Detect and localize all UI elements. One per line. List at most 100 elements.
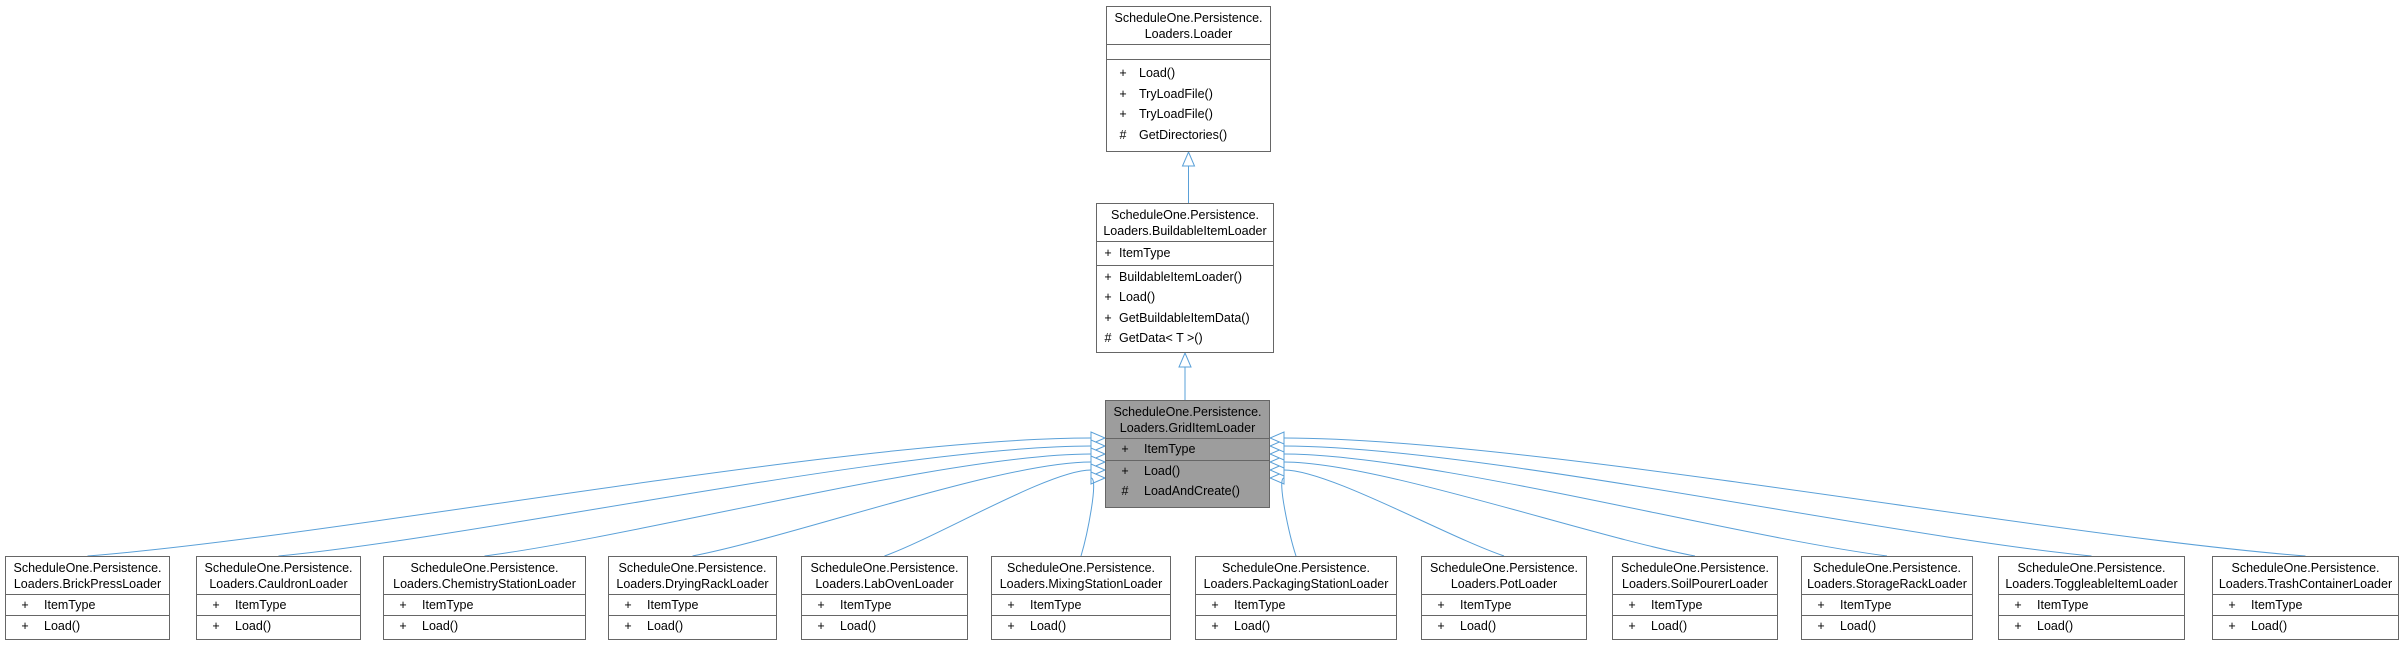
class-node-drying-rack-loader[interactable]: ScheduleOne.Persistence.Loaders.DryingRa… bbox=[608, 556, 777, 640]
operation-row[interactable]: #GetDirectories() bbox=[1107, 125, 1270, 146]
attribute-name: ItemType bbox=[840, 598, 892, 612]
attribute-row[interactable]: + ItemType bbox=[802, 595, 967, 615]
class-node-packaging-station-loader[interactable]: ScheduleOne.Persistence.Loaders.Packagin… bbox=[1195, 556, 1397, 640]
edge-child-11-to-grid bbox=[1283, 437, 2306, 557]
visibility-marker: + bbox=[1437, 619, 1445, 633]
class-title-line-1: ScheduleOne.Persistence. bbox=[1113, 405, 1262, 419]
class-title: ScheduleOne.Persistence.Loaders.BrickPre… bbox=[6, 557, 169, 594]
class-title: ScheduleOne.Persistence. Loaders.Buildab… bbox=[1097, 204, 1273, 241]
attribute-row[interactable]: + ItemType bbox=[609, 595, 776, 615]
operation-row[interactable]: #LoadAndCreate() bbox=[1106, 481, 1269, 502]
edge-child-9-to-grid bbox=[1283, 453, 1888, 557]
attributes-section: + ItemType bbox=[802, 594, 967, 615]
visibility-marker: + bbox=[21, 619, 29, 633]
class-title: ScheduleOne.Persistence.Loaders.PotLoade… bbox=[1422, 557, 1586, 594]
class-node-toggleable-item-loader[interactable]: ScheduleOne.Persistence.Loaders.Toggleab… bbox=[1998, 556, 2185, 640]
attribute-row[interactable]: +ItemType bbox=[1106, 439, 1269, 460]
attributes-section: +ItemType bbox=[1106, 438, 1269, 460]
attribute-row[interactable]: +ItemType bbox=[6, 595, 169, 615]
attributes-section: +ItemType bbox=[6, 594, 169, 615]
operation-name: TryLoadFile() bbox=[1139, 86, 1213, 101]
attribute-name: ItemType bbox=[647, 598, 699, 612]
class-node-trash-container-loader[interactable]: ScheduleOne.Persistence.Loaders.TrashCon… bbox=[2212, 556, 2399, 640]
class-node-mixing-station-loader[interactable]: ScheduleOne.Persistence.Loaders.MixingSt… bbox=[991, 556, 1171, 640]
operation-name: Load() bbox=[2037, 619, 2074, 633]
edge-child-11-arrowhead bbox=[1268, 431, 1285, 445]
class-title-line-2: Loaders.DryingRackLoader bbox=[616, 577, 769, 591]
class-title-line-2: Loaders.StorageRackLoader bbox=[1807, 577, 1967, 591]
class-title-line-2: Loaders.GridItemLoader bbox=[1119, 421, 1256, 435]
visibility-marker: + bbox=[624, 619, 632, 633]
operation-row[interactable]: +Load() bbox=[1196, 616, 1396, 636]
class-grid-item-loader-node[interactable]: ScheduleOne.Persistence. Loaders.GridIte… bbox=[1105, 400, 1270, 508]
class-node-lab-oven-loader[interactable]: ScheduleOne.Persistence.Loaders.LabOvenL… bbox=[801, 556, 968, 640]
class-title: ScheduleOne.Persistence.Loaders.Cauldron… bbox=[197, 557, 360, 594]
class-node-soil-pourer-loader[interactable]: ScheduleOne.Persistence.Loaders.SoilPour… bbox=[1612, 556, 1778, 640]
operations-section: +Load() bbox=[609, 615, 776, 636]
operation-row[interactable]: #GetData< T >() bbox=[1097, 328, 1273, 349]
attribute-row[interactable]: +ItemType bbox=[992, 595, 1170, 615]
edge-child-4-to-grid bbox=[884, 469, 1092, 557]
operation-row[interactable]: +Load() bbox=[1097, 287, 1273, 308]
operations-section: +Load() bbox=[6, 615, 169, 636]
visibility-marker: + bbox=[2228, 619, 2236, 633]
attributes-section: +ItemType bbox=[1196, 594, 1396, 615]
visibility-marker: + bbox=[624, 598, 632, 612]
operations-section: +Load() #LoadAndCreate() bbox=[1106, 459, 1269, 502]
class-node-chemistry-station-loader[interactable]: ScheduleOne.Persistence. Loaders.Chemistr… bbox=[383, 556, 586, 640]
class-node-brick-press-loader[interactable]: ScheduleOne.Persistence.Loaders.BrickPre… bbox=[5, 556, 170, 640]
operation-row[interactable]: +Load() bbox=[1613, 616, 1777, 636]
operation-row[interactable]: +Load() bbox=[1106, 461, 1269, 482]
attribute-row[interactable]: +ItemType bbox=[197, 595, 360, 615]
operation-row[interactable]: +Load() bbox=[1802, 616, 1972, 636]
operation-row[interactable]: +Load() bbox=[1422, 616, 1586, 636]
class-title-line-2: Loaders.ChemistryStationLoader bbox=[393, 577, 576, 591]
edge-grid-to-buildable-arrowhead bbox=[1178, 351, 1192, 368]
edge-child-2-to-grid bbox=[484, 453, 1092, 557]
attribute-row[interactable]: +ItemType bbox=[1999, 595, 2184, 615]
attribute-name: ItemType bbox=[1651, 598, 1703, 612]
edge-child-5-to-grid bbox=[1080, 477, 1095, 557]
attribute-row[interactable]: +ItemType bbox=[1196, 595, 1396, 615]
operation-row[interactable]: +Load() bbox=[2213, 616, 2398, 636]
class-title-line-2: Loaders.SoilPourerLoader bbox=[1622, 577, 1768, 591]
operation-row[interactable]: +Load() bbox=[197, 616, 360, 636]
edge-child-8-to-grid bbox=[1283, 461, 1696, 557]
operation-row[interactable]: +Load() bbox=[802, 616, 967, 636]
class-title-line-2: Loaders.BrickPressLoader bbox=[13, 577, 162, 591]
operation-row[interactable]: +Load() bbox=[1999, 616, 2184, 636]
attribute-row[interactable]: +ItemType bbox=[384, 595, 585, 615]
operation-row[interactable]: +GetBuildableItemData() bbox=[1097, 308, 1273, 329]
class-node-cauldron-loader[interactable]: ScheduleOne.Persistence.Loaders.Cauldron… bbox=[196, 556, 361, 640]
operation-row[interactable]: +BuildableItemLoader() bbox=[1097, 267, 1273, 288]
attribute-row[interactable]: +ItemType bbox=[2213, 595, 2398, 615]
class-node-pot-loader[interactable]: ScheduleOne.Persistence.Loaders.PotLoade… bbox=[1421, 556, 1587, 640]
attribute-row[interactable]: +ItemType bbox=[1613, 595, 1777, 615]
operation-row[interactable]: +Load() bbox=[992, 616, 1170, 636]
class-title: ScheduleOne.Persistence.Loaders.TrashCon… bbox=[2213, 557, 2398, 594]
operation-row[interactable]: +Load() bbox=[1107, 63, 1270, 84]
operation-row[interactable]: +Load() bbox=[384, 616, 585, 636]
attribute-row[interactable]: +ItemType bbox=[1802, 595, 1972, 615]
class-node-storage-rack-loader[interactable]: ScheduleOne.Persistence.Loaders.StorageR… bbox=[1801, 556, 1973, 640]
visibility-marker: # bbox=[1104, 331, 1112, 346]
attributes-section: +ItemType bbox=[384, 594, 585, 615]
attribute-name: ItemType bbox=[1234, 598, 1286, 612]
class-loader-node[interactable]: ScheduleOne.Persistence. Loaders.Loader … bbox=[1106, 6, 1271, 152]
attribute-name: ItemType bbox=[2037, 598, 2089, 612]
class-buildable-item-loader-node[interactable]: ScheduleOne.Persistence. Loaders.Buildab… bbox=[1096, 203, 1274, 353]
attribute-row[interactable]: +ItemType bbox=[1422, 595, 1586, 615]
operation-row[interactable]: +TryLoadFile() bbox=[1107, 84, 1270, 105]
attributes-section: +ItemType bbox=[992, 594, 1170, 615]
operation-row[interactable]: +Load() bbox=[609, 616, 776, 636]
operation-row[interactable]: +TryLoadFile() bbox=[1107, 104, 1270, 125]
visibility-marker: # bbox=[1119, 127, 1127, 142]
visibility-marker: + bbox=[817, 598, 825, 612]
class-title-line-1: ScheduleOne.Persistence. bbox=[410, 561, 559, 575]
operation-row[interactable]: +Load() bbox=[6, 616, 169, 636]
operations-section: +Load() bbox=[2213, 615, 2398, 636]
operation-name: Load() bbox=[1651, 619, 1688, 633]
operation-name: GetBuildableItemData() bbox=[1119, 310, 1250, 325]
attribute-row[interactable]: +ItemType bbox=[1097, 243, 1273, 264]
